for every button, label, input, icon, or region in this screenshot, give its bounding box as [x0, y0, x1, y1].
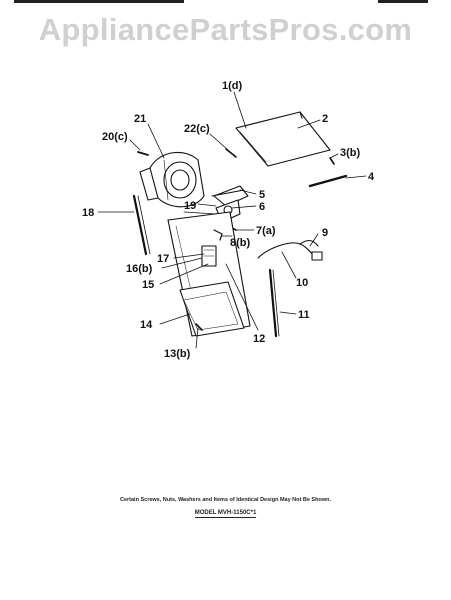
- label-part-15: 15: [142, 279, 154, 291]
- label-part-11: 11: [298, 309, 310, 321]
- label-part-21: 21: [134, 113, 146, 125]
- label-part-2: 2: [322, 113, 328, 125]
- part-4-rod: [308, 174, 348, 188]
- label-part-16b: 16(b): [126, 263, 153, 275]
- part-8b-clip: [213, 229, 223, 241]
- label-part-3b: 3(b): [340, 147, 361, 159]
- watermark: AppliancePartsPros.com: [38, 12, 413, 47]
- label-part-13b: 13(b): [164, 348, 191, 360]
- part-21-blower-housing: [139, 151, 205, 208]
- top-rule-left: [14, 0, 184, 3]
- label-part-18: 18: [82, 207, 94, 219]
- part-20c-screw: [137, 151, 149, 156]
- label-part-22c: 22(c): [184, 123, 210, 135]
- label-part-10: 10: [296, 277, 308, 289]
- model-number-text: MODEL MVH-1150C*1: [194, 510, 257, 518]
- part-3b-screw: [329, 157, 335, 165]
- label-part-19: 19: [184, 200, 196, 212]
- label-part-14: 14: [140, 319, 153, 331]
- part-11-side-strip: [268, 268, 280, 338]
- label-part-4: 4: [368, 171, 375, 183]
- part-22c-screw: [225, 148, 237, 158]
- part-9-10-cord: [257, 239, 323, 261]
- label-part-1d: 1(d): [222, 80, 243, 92]
- label-part-20c: 20(c): [102, 131, 128, 143]
- part-13b-screw: [195, 323, 203, 331]
- label-part-12: 12: [253, 333, 265, 345]
- footnote: Certain Screws, Nuts, Washers and Items …: [120, 497, 331, 503]
- label-part-7a: 7(a): [256, 225, 276, 237]
- part-2-top-plate: [235, 111, 331, 167]
- label-part-9: 9: [322, 227, 328, 239]
- part-14-lower-panel: [179, 281, 245, 337]
- label-part-5: 5: [259, 189, 265, 201]
- model-number: MODEL MVH-1150C*1: [0, 510, 451, 518]
- label-part-6: 6: [259, 201, 265, 213]
- top-rule-right: [378, 0, 428, 3]
- label-part-8b: 8(b): [230, 237, 251, 249]
- part-18-side-strip: [132, 194, 151, 256]
- label-part-17: 17: [157, 253, 169, 265]
